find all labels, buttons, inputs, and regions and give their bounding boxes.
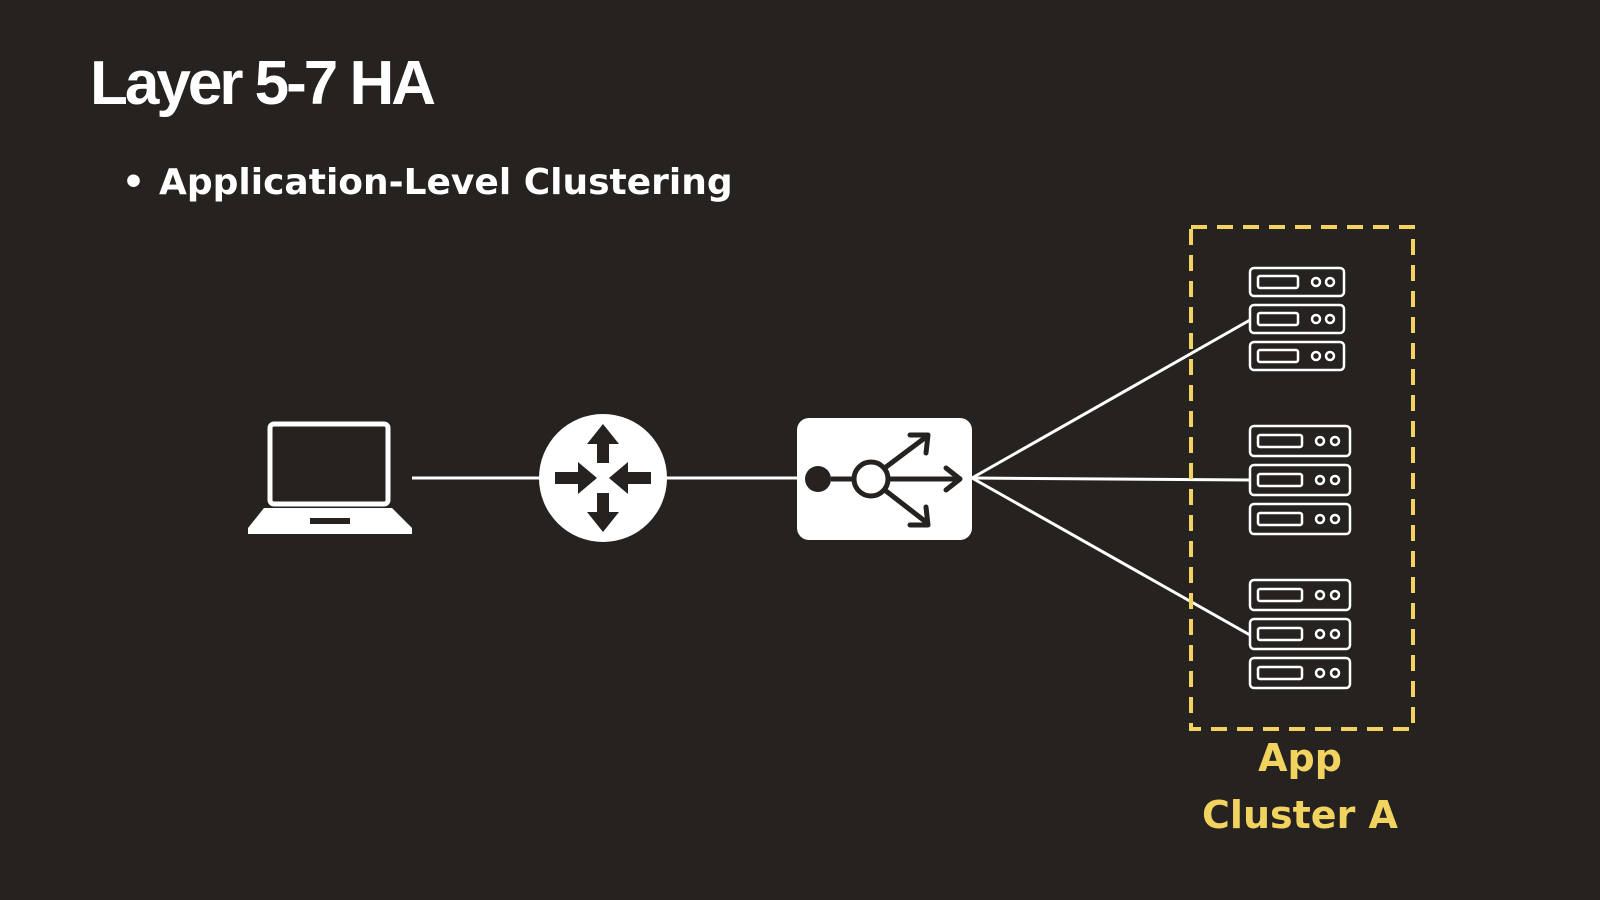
bullet-text: Application-Level Clustering — [159, 162, 733, 203]
bullet-dot-icon: • — [122, 162, 146, 203]
server-rack-icon — [1248, 578, 1352, 690]
bullet-item: • Application-Level Clustering — [122, 162, 733, 203]
laptop-icon — [248, 421, 412, 534]
edge-lb-server-2 — [971, 476, 1251, 482]
edge-lb-server-1 — [971, 318, 1251, 480]
router-icon — [539, 414, 667, 542]
server-rack-icon — [1248, 424, 1352, 536]
cluster-boundary — [1189, 225, 1415, 731]
cluster-label: App Cluster A — [1150, 730, 1450, 844]
server-rack-icon — [1248, 266, 1346, 372]
cluster-label-line2: Cluster A — [1202, 793, 1398, 837]
slide-title: Layer 5-7 HA — [90, 49, 436, 118]
edge-lb-server-3 — [971, 476, 1251, 637]
cluster-label-line1: App — [1258, 736, 1342, 780]
load-balancer-icon — [797, 418, 972, 540]
connectors — [412, 318, 1251, 637]
